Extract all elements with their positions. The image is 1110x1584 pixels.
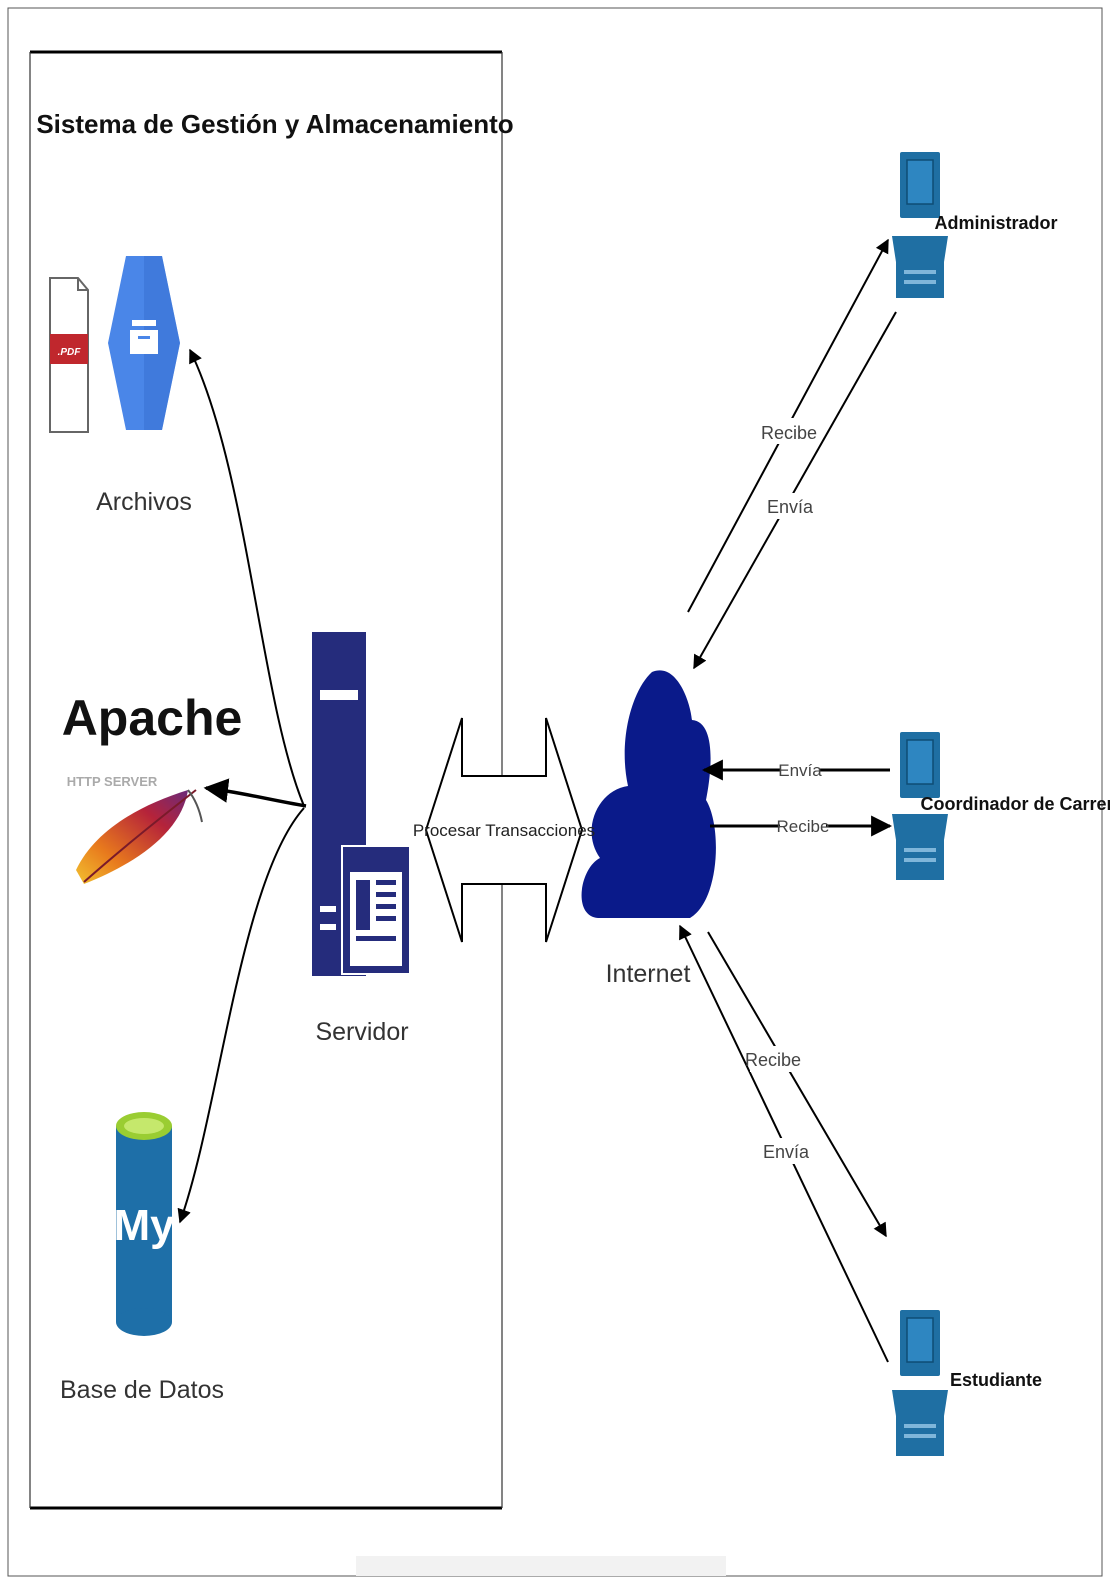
- file-storage-icon: [108, 256, 180, 430]
- edge-admin-recibe-label: Recibe: [761, 423, 817, 443]
- edge-est-pair: Recibe Envía: [679, 924, 889, 1363]
- apache-node: Apache HTTP SERVER: [62, 690, 243, 884]
- mysql-badge: My: [113, 1201, 175, 1250]
- edge-servidor-base-datos: [177, 807, 305, 1224]
- bottom-shade: [356, 1556, 726, 1576]
- system-boundary: [29, 50, 503, 1510]
- archivos-node: .PDF Archivos: [49, 256, 192, 516]
- computer-icon: [892, 1310, 948, 1456]
- pdf-badge: .PDF: [58, 347, 82, 358]
- base-datos-node: My Base de Datos: [60, 1112, 224, 1404]
- mysql-database-icon: My: [113, 1112, 175, 1336]
- cloud-icon: [581, 670, 716, 918]
- edge-coord-recibe-label: Recibe: [777, 817, 830, 836]
- computer-icon: [892, 732, 948, 880]
- edge-coord-pair: Envía Recibe: [701, 757, 893, 837]
- edge-admin-pair: Recibe Envía: [687, 238, 897, 670]
- edge-process-label: Procesar Transacciones: [413, 821, 595, 840]
- edge-admin-envia-label: Envía: [767, 497, 814, 517]
- apache-feather-icon: [76, 789, 203, 884]
- coordinador-label: Coordinador de Carrera: [920, 794, 1110, 814]
- edge-servidor-apache: [203, 778, 307, 808]
- server-icon: [312, 632, 411, 976]
- administrador-label: Administrador: [934, 213, 1057, 233]
- edge-servidor-internet: Procesar Transacciones: [413, 717, 595, 943]
- edge-servidor-archivos: [189, 348, 305, 807]
- estudiante-node: Estudiante: [892, 1310, 1042, 1456]
- edge-est-envia-label: Envía: [763, 1142, 810, 1162]
- apache-sublabel: HTTP SERVER: [67, 774, 158, 789]
- system-title: Sistema de Gestión y Almacenamiento: [36, 109, 513, 139]
- edge-coord-envia-label: Envía: [778, 761, 822, 780]
- archivos-label: Archivos: [96, 488, 192, 516]
- estudiante-label: Estudiante: [950, 1370, 1042, 1390]
- pdf-file-icon: .PDF: [49, 277, 89, 433]
- internet-label: Internet: [606, 960, 691, 988]
- computer-icon: [892, 152, 948, 298]
- servidor-label: Servidor: [315, 1018, 408, 1046]
- administrador-node: Administrador: [892, 152, 1058, 298]
- servidor-node: Servidor: [312, 632, 411, 1046]
- base-datos-label: Base de Datos: [60, 1376, 224, 1404]
- edge-est-recibe-label: Recibe: [745, 1050, 801, 1070]
- apache-label: Apache: [62, 690, 243, 746]
- internet-node: Internet: [581, 670, 716, 988]
- coordinador-node: Coordinador de Carrera: [892, 732, 1110, 880]
